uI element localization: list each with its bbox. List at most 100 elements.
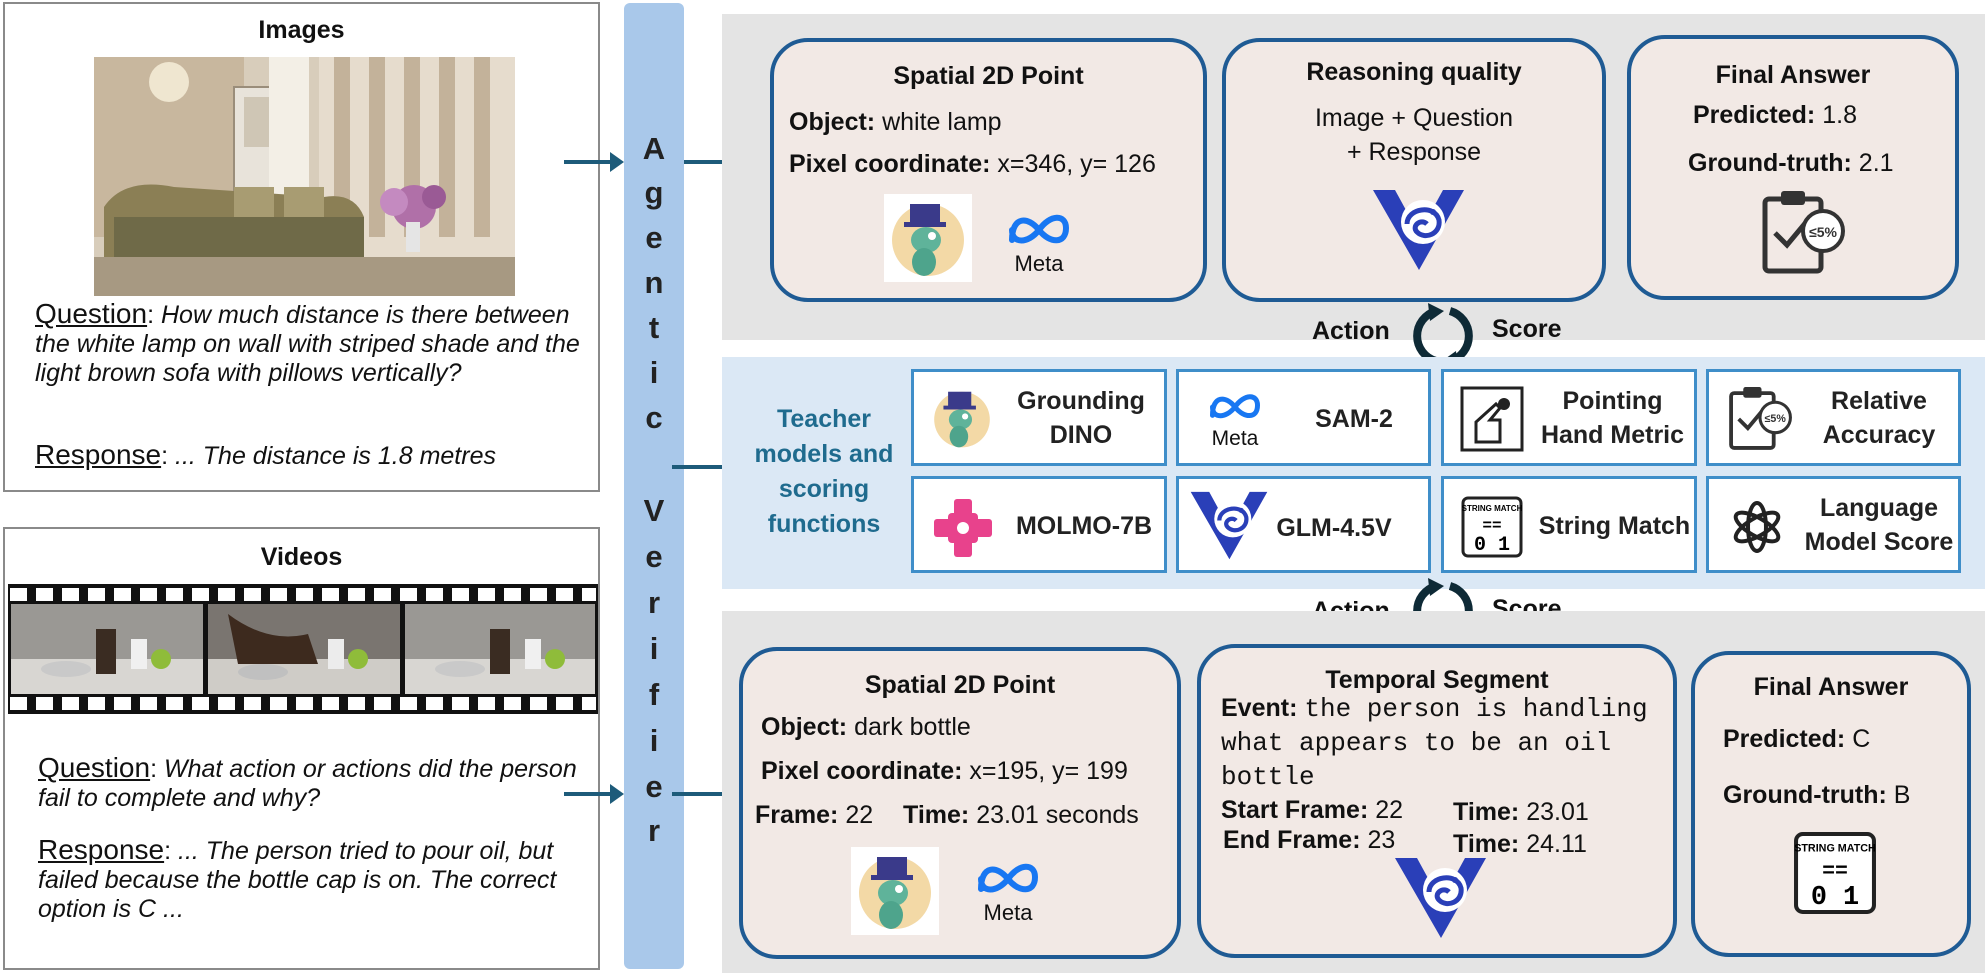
openai-logo <box>1727 497 1787 557</box>
bottom-temporal-card: Temporal Segment Event: the person is ha… <box>1197 644 1677 958</box>
videos-question: Question: What action or actions did the… <box>38 752 577 812</box>
tool-label: String Match <box>1538 512 1691 540</box>
verifier-letter: r <box>647 813 661 848</box>
response-label: Response <box>35 439 162 470</box>
agentic-verifier-bar: A g e n t i c V e r i f i e r <box>624 3 684 969</box>
verifier-letter: e <box>645 220 663 255</box>
tool-label: MOLMO-7B <box>1015 512 1153 540</box>
video-frame-3 <box>405 604 595 694</box>
reasoning-line1: Image + Question <box>1314 104 1514 132</box>
response-text: ... The person tried to pour oil, but fa… <box>38 837 557 923</box>
question-label: Question <box>38 752 151 783</box>
svg-text:≤5%: ≤5% <box>1809 224 1837 240</box>
pixel-line: Pixel coordinate: x=195, y= 199 <box>761 757 1128 785</box>
ground-truth-line: Ground-truth: 2.1 <box>1688 149 1894 177</box>
string-match-icon: STRING MATCH==0 1 <box>1792 830 1878 916</box>
pointing-hand-icon <box>1460 386 1524 452</box>
meta-logo: Meta <box>1004 212 1074 276</box>
predicted-line: Predicted: C <box>1723 725 1871 753</box>
video-frame-1 <box>11 604 203 694</box>
svg-text:STRING MATCH: STRING MATCH <box>1794 843 1876 855</box>
tool-glm[interactable]: GLM-4.5V <box>1176 476 1431 573</box>
verifier-letter: g <box>644 175 664 210</box>
frame-line: Frame: 22 <box>755 801 874 829</box>
verifier-letter: r <box>647 585 661 620</box>
verifier-letter: i <box>649 723 659 758</box>
living-room-image <box>94 57 515 296</box>
clipboard-accuracy-icon: ≤5% <box>1757 187 1849 279</box>
videos-response: Response: ... The person tried to pour o… <box>38 834 557 923</box>
videos-panel-title: Videos <box>260 543 343 571</box>
teacher-models-label: Teacher models and scoring functions <box>754 405 894 538</box>
verifier-letter: e <box>645 539 663 574</box>
tool-molmo[interactable]: MOLMO-7B <box>911 476 1167 573</box>
verifier-letter: n <box>644 265 664 300</box>
top-final-card: Final Answer Predicted: 1.8 Ground-truth… <box>1627 35 1959 300</box>
verifier-letter: f <box>648 677 660 712</box>
top-spatial-card: Spatial 2D Point Object: white lamp Pixe… <box>770 38 1207 302</box>
svg-text:0 1: 0 1 <box>1474 534 1510 557</box>
card-title: Final Answer <box>1753 673 1909 701</box>
start-time-line: Time: 23.01 <box>1453 798 1589 826</box>
meta-logo: Meta <box>1205 392 1265 452</box>
top-reasoning-card: Reasoning quality Image + Question + Res… <box>1222 38 1606 302</box>
meta-logo: Meta <box>973 861 1043 925</box>
verifier-letter: i <box>649 631 659 666</box>
verifier-letter: A <box>642 131 666 166</box>
tool-label: SAM-2 <box>1315 405 1393 433</box>
arrow-videos-to-verifier <box>564 784 624 804</box>
images-response: Response: ... The distance is 1.8 metres <box>35 439 496 470</box>
images-panel-title: Images <box>258 16 345 44</box>
event-line3: bottle <box>1221 762 1315 792</box>
glm-logo <box>1393 856 1488 941</box>
video-filmstrip <box>8 584 598 714</box>
end-time-line: Time: 24.11 <box>1453 830 1587 858</box>
images-question: Question: How much distance is there bet… <box>35 298 580 387</box>
question-label: Question <box>35 298 148 329</box>
meta-label: Meta <box>1211 427 1259 450</box>
verifier-letter: c <box>645 400 663 435</box>
object-line: Object: white lamp <box>789 108 1002 136</box>
string-match-icon: STRING MATCH ==0 1 <box>1460 495 1524 559</box>
end-frame-line: End Frame: 23 <box>1223 826 1396 854</box>
svg-text:0 1: 0 1 <box>1811 883 1859 913</box>
bottom-spatial-card: Spatial 2D Point Object: dark bottle Pix… <box>739 647 1181 959</box>
grounding-dino-logo <box>884 194 972 282</box>
top-action-label: Action <box>1312 317 1390 345</box>
ground-truth-line: Ground-truth: B <box>1723 781 1911 809</box>
event-line2: what appears to be an oil <box>1221 728 1612 758</box>
object-line: Object: dark bottle <box>761 713 971 741</box>
verifier-letter: i <box>649 355 659 390</box>
tool-label: GLM-4.5V <box>1276 514 1392 542</box>
card-title: Spatial 2D Point <box>864 671 1056 699</box>
glm-logo <box>1371 188 1466 273</box>
grounding-dino-logo <box>928 384 996 452</box>
card-title: Reasoning quality <box>1306 58 1522 86</box>
verifier-letter: V <box>643 493 665 528</box>
svg-text:==: == <box>1482 517 1501 535</box>
glm-logo <box>1189 489 1269 563</box>
event-line: Event: the person is handling <box>1221 694 1648 724</box>
pixel-line: Pixel coordinate: x=346, y= 126 <box>789 150 1156 178</box>
images-panel: Images Questio <box>3 2 600 492</box>
videos-panel: Videos Question: What action or actions … <box>3 527 600 970</box>
arrow-images-to-verifier <box>564 152 624 172</box>
tool-string-match[interactable]: STRING MATCH ==0 1 String Match <box>1441 476 1697 573</box>
verifier-letter: e <box>645 769 663 804</box>
bottom-final-card: Final Answer Predicted: C Ground-truth: … <box>1691 651 1971 957</box>
clipboard-accuracy-icon: ≤5% <box>1725 384 1795 454</box>
response-label: Response <box>38 834 165 865</box>
grounding-dino-logo <box>851 847 939 935</box>
verifier-letter: t <box>648 310 660 345</box>
question-text: How much distance is there between the w… <box>35 301 580 387</box>
svg-text:STRING MATCH: STRING MATCH <box>1462 504 1523 513</box>
tool-sam2[interactable]: Meta SAM-2 <box>1176 369 1431 466</box>
